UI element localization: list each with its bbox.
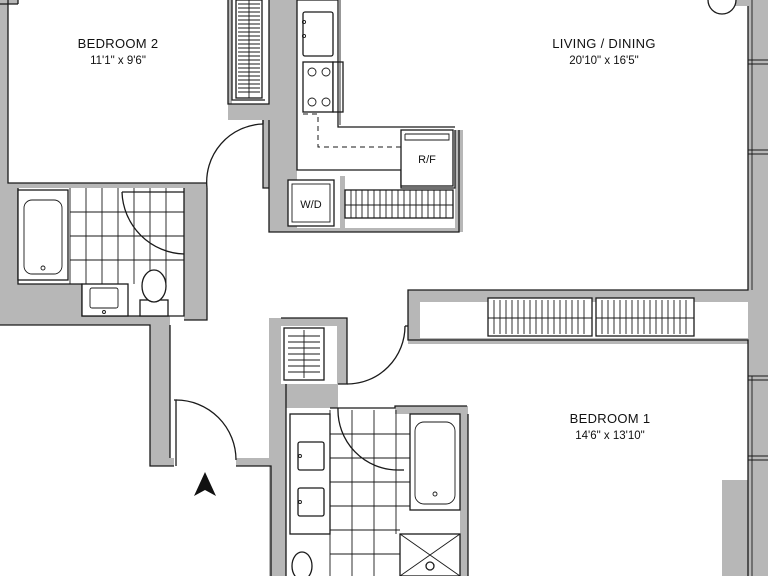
closet-bedroom-2 — [235, 0, 263, 99]
bedroom-1-dims: 14'6" x 13'10" — [575, 430, 644, 442]
entry-door — [174, 399, 237, 466]
linen-closet — [283, 327, 325, 381]
bedroom-2-door — [206, 120, 264, 189]
bedroom-1-name: BEDROOM 1 — [570, 411, 651, 426]
refrigerator-icon — [400, 129, 454, 187]
bathroom-2 — [17, 188, 185, 317]
column-icon — [707, 0, 737, 15]
bedroom-1-door — [346, 325, 408, 385]
living-dining-name: LIVING / DINING — [552, 36, 655, 51]
kitchen: R/F — [297, 0, 455, 187]
laundry: W/D — [287, 179, 454, 227]
bathtub-icon — [17, 189, 69, 281]
bathroom-1 — [289, 407, 461, 576]
toilet-icon — [291, 551, 313, 576]
bedroom-2-dims: 11'1" x 9'6" — [90, 55, 146, 67]
kitchen-sink-icon — [302, 11, 334, 57]
living-dining-dims: 20'10" x 16'5" — [569, 55, 638, 67]
wardrobes-bedroom-1 — [487, 297, 695, 337]
bedroom-2-name: BEDROOM 2 — [78, 36, 159, 51]
refrigerator-label: R/F — [418, 154, 436, 166]
north-arrow-icon — [194, 472, 216, 496]
washer-dryer-label: W/D — [300, 199, 321, 211]
bathtub-icon — [409, 413, 461, 511]
cooktop-icon — [302, 61, 334, 113]
